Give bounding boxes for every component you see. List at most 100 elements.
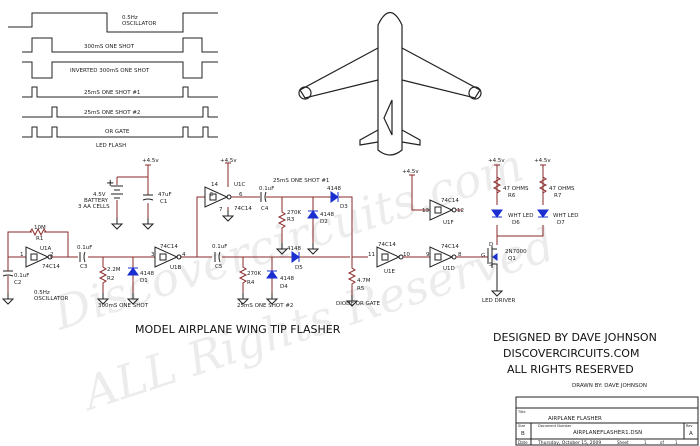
timing-diagram: 0.5Hz OSCILLATOR 300mS ONE SHOT INVERTED…	[8, 12, 218, 149]
wire	[116, 165, 149, 218]
label-led-flash: LED FLASH	[96, 143, 126, 149]
u1b-type: 74C14	[160, 244, 178, 250]
tb-sheet-label: Sheet	[617, 440, 629, 445]
pin: 5	[210, 192, 214, 198]
inverter-bubble	[176, 254, 182, 260]
shot1-label: 25mS ONE SHOT #1	[273, 178, 329, 184]
wire	[538, 165, 548, 205]
component-labels: +4.5v +4.5v +4.5v +4.5v +4.5v + 4.5V BAT…	[14, 158, 578, 309]
u1e-ref: U1E	[384, 269, 396, 275]
c2-ref: C2	[14, 280, 21, 286]
vcc-label: +4.5v	[142, 158, 159, 164]
circuit	[1, 162, 549, 307]
pin: 8	[458, 252, 462, 258]
diode	[291, 251, 300, 263]
osc-label: OSCILLATOR	[34, 296, 69, 302]
drawn-by: DRAWN BY: DAVE JOHNSON	[572, 383, 647, 389]
u1f-type: 74C14	[441, 198, 459, 204]
schmitt-symbol	[434, 253, 442, 261]
ground-symbol	[96, 293, 110, 305]
tb-title-label: Title	[517, 410, 526, 414]
pin: 9	[426, 252, 430, 258]
battery-label: 4.5V	[93, 192, 106, 198]
pin: 10	[403, 252, 410, 258]
schmitt-symbol	[30, 253, 38, 261]
tb-date-label: Date	[518, 440, 528, 445]
d3-value: 4148	[327, 186, 341, 192]
d4-ref: D4	[280, 284, 288, 290]
tb-doc: AIRPLANEFLASHER1.DSN	[573, 430, 642, 436]
tb-sheet: 1	[644, 440, 647, 445]
schmitt-inverter	[429, 199, 454, 221]
wire	[347, 257, 357, 295]
schmitt-symbol	[381, 253, 389, 261]
schmitt-inverter	[204, 186, 229, 208]
wire	[411, 175, 430, 211]
schmitt-symbol	[209, 193, 217, 201]
schematic-title: MODEL AIRPLANE WING TIP FLASHER	[135, 323, 341, 336]
waveform-inverted	[22, 61, 218, 79]
credit-rights: ALL RIGHTS RESERVED	[507, 363, 634, 376]
led-diode	[491, 209, 503, 218]
d2-value: 4148	[320, 212, 334, 218]
diode	[127, 267, 139, 276]
waveform-one-shot	[22, 37, 218, 53]
label-osc: 0.5Hz	[122, 15, 138, 21]
c5-value: 0.1uF	[212, 244, 227, 250]
c3-value: 0.1uF	[77, 245, 92, 251]
c1-ref: C1	[160, 199, 167, 205]
capacitor	[214, 251, 221, 263]
tb-sheets: 1	[675, 440, 678, 445]
ground-symbol	[126, 293, 140, 305]
schmitt-inverter	[429, 246, 454, 268]
label-or-gate: OR GATE	[105, 129, 130, 135]
tb-doc-label: Document Number	[538, 424, 572, 428]
or-gate-label: DIODE OR GATE	[336, 301, 381, 307]
ground-symbol	[306, 243, 320, 255]
tb-rev: A	[689, 431, 693, 437]
d7-value: WHT LED	[553, 213, 578, 219]
schmitt-symbol	[159, 253, 167, 261]
pin: 1	[20, 252, 24, 258]
d3-ref: D3	[340, 204, 348, 210]
ground-symbol	[275, 243, 289, 255]
led-diode	[537, 209, 549, 218]
pin: 3	[151, 252, 155, 258]
capacitor	[260, 191, 267, 203]
d1-ref: D1	[140, 278, 148, 284]
mosfet-q1	[487, 246, 498, 285]
plus-sign: +	[106, 178, 114, 189]
c4-value: 0.1uF	[259, 186, 274, 192]
r5-value: 4.7M	[357, 278, 371, 284]
d7-ref: D7	[557, 220, 565, 226]
u1f-ref: U1F	[443, 220, 454, 226]
u1b-ref: U1B	[170, 265, 182, 271]
pin-g: G	[481, 253, 485, 259]
ground-symbol	[265, 293, 279, 305]
pin-s: S	[489, 262, 493, 268]
credit-designer: DESIGNED BY DAVE JOHNSON	[493, 331, 657, 344]
pin: 2	[50, 252, 54, 258]
c3-ref: C3	[80, 264, 88, 270]
r2-ref: R2	[107, 276, 114, 282]
r3-ref: R3	[287, 217, 295, 223]
vcc-label: +4.5v	[488, 158, 505, 164]
left-wingtip-light	[298, 86, 312, 100]
q1-ref: Q1	[508, 256, 516, 262]
wire	[231, 196, 353, 257]
capacitor	[79, 251, 86, 263]
d2-ref: D2	[320, 219, 328, 225]
wire	[196, 196, 205, 257]
r1-value: 10M	[34, 225, 46, 231]
r5-ref: R5	[357, 286, 365, 292]
right-wingtip-light	[468, 86, 482, 100]
r7-ref: R7	[554, 193, 562, 199]
driver-label: LED DRIVER	[482, 298, 515, 304]
c4-ref: C4	[261, 206, 269, 212]
tb-of-label: of	[660, 440, 664, 445]
waveform-shot1	[22, 86, 218, 98]
wire	[496, 165, 544, 245]
u1d-type: 74C14	[441, 244, 459, 250]
u1c-type: 74C14	[234, 206, 252, 212]
